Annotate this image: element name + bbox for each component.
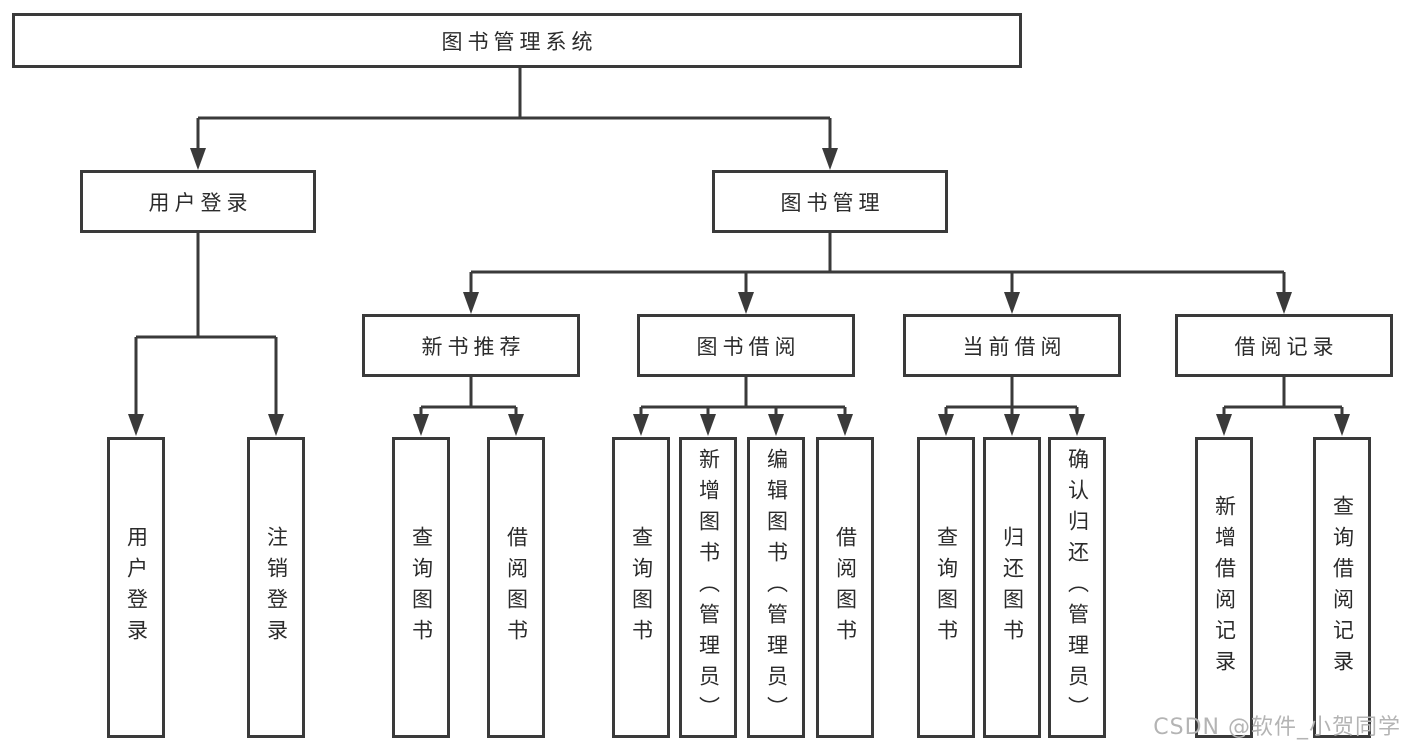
node-label: 注销登录 [264,525,289,650]
arrowhead [268,414,284,436]
node-user-login: 用户登录 [80,170,316,233]
edge-book-management-branch [469,233,1286,294]
node-label: 图书借阅 [696,334,801,359]
leaf-borrow-books-borrowing: 借阅图书 [816,437,874,738]
arrowhead [738,292,754,314]
arrowhead [1276,292,1292,314]
node-label: 归还图书 [1000,525,1025,650]
node-label: 借阅记录 [1234,334,1339,359]
leaf-confirm-return-admin: 确认归还（管理员） [1048,437,1106,738]
leaf-add-books-admin: 新增图书（管理员） [679,437,737,738]
node-label: 图书管理系统 [441,29,598,54]
node-label: 用户登录 [124,525,149,650]
node-label: 查询图书 [629,525,654,650]
node-label: 当前借阅 [962,334,1067,359]
node-label: 查询图书 [409,525,434,650]
arrowhead [938,414,954,436]
leaf-query-books-recommend: 查询图书 [392,437,450,738]
node-label: 查询借阅记录 [1330,494,1355,681]
arrowhead [837,414,853,436]
node-borrowing-records: 借阅记录 [1175,314,1393,377]
leaf-add-borrow-record: 新增借阅记录 [1195,437,1253,738]
node-book-borrowing: 图书借阅 [637,314,855,377]
edge-root-to-level2 [196,68,832,150]
node-label: 借阅图书 [504,525,529,650]
edge-current-branch [944,377,1079,416]
edge-recommend-branch [419,377,518,416]
arrowhead [633,414,649,436]
arrowhead [768,414,784,436]
leaf-edit-books-admin: 编辑图书（管理员） [747,437,805,738]
arrowhead [1334,414,1350,436]
node-label: 新增借阅记录 [1212,494,1237,681]
leaf-return-books: 归还图书 [983,437,1041,738]
arrowhead [463,292,479,314]
arrowhead [508,414,524,436]
watermark: CSDN @软件_小贺同学 [1153,715,1401,740]
node-library-management-system: 图书管理系统 [12,13,1022,68]
edge-records-branch [1222,377,1344,416]
arrowheads [128,148,1350,436]
node-book-management: 图书管理 [712,170,948,233]
arrowhead [700,414,716,436]
arrowhead [822,148,838,170]
edge-borrowing-branch [639,377,847,416]
node-label: 借阅图书 [833,525,858,650]
arrowhead [128,414,144,436]
node-label: 图书管理 [780,190,885,215]
leaf-logout: 注销登录 [247,437,305,738]
node-label: 查询图书 [934,525,959,650]
node-label: 新书推荐 [421,334,526,359]
leaf-borrow-books-recommend: 借阅图书 [487,437,545,738]
node-label: 用户登录 [148,190,253,215]
arrowhead [1004,292,1020,314]
node-new-book-recommendation: 新书推荐 [362,314,580,377]
leaf-query-borrow-record: 查询借阅记录 [1313,437,1371,738]
arrowhead [1004,414,1020,436]
arrowhead [190,148,206,170]
node-current-borrowing: 当前借阅 [903,314,1121,377]
arrowhead [1069,414,1085,436]
leaf-user-login: 用户登录 [107,437,165,738]
arrowhead [413,414,429,436]
leaf-query-books-current: 查询图书 [917,437,975,738]
node-label: 确认归还（管理员） [1065,448,1090,727]
arrowhead [1216,414,1232,436]
leaf-query-books-borrowing: 查询图书 [612,437,670,738]
edge-user-login-branch [134,233,278,416]
node-label: 编辑图书（管理员） [764,448,789,727]
node-label: 新增图书（管理员） [696,448,721,727]
